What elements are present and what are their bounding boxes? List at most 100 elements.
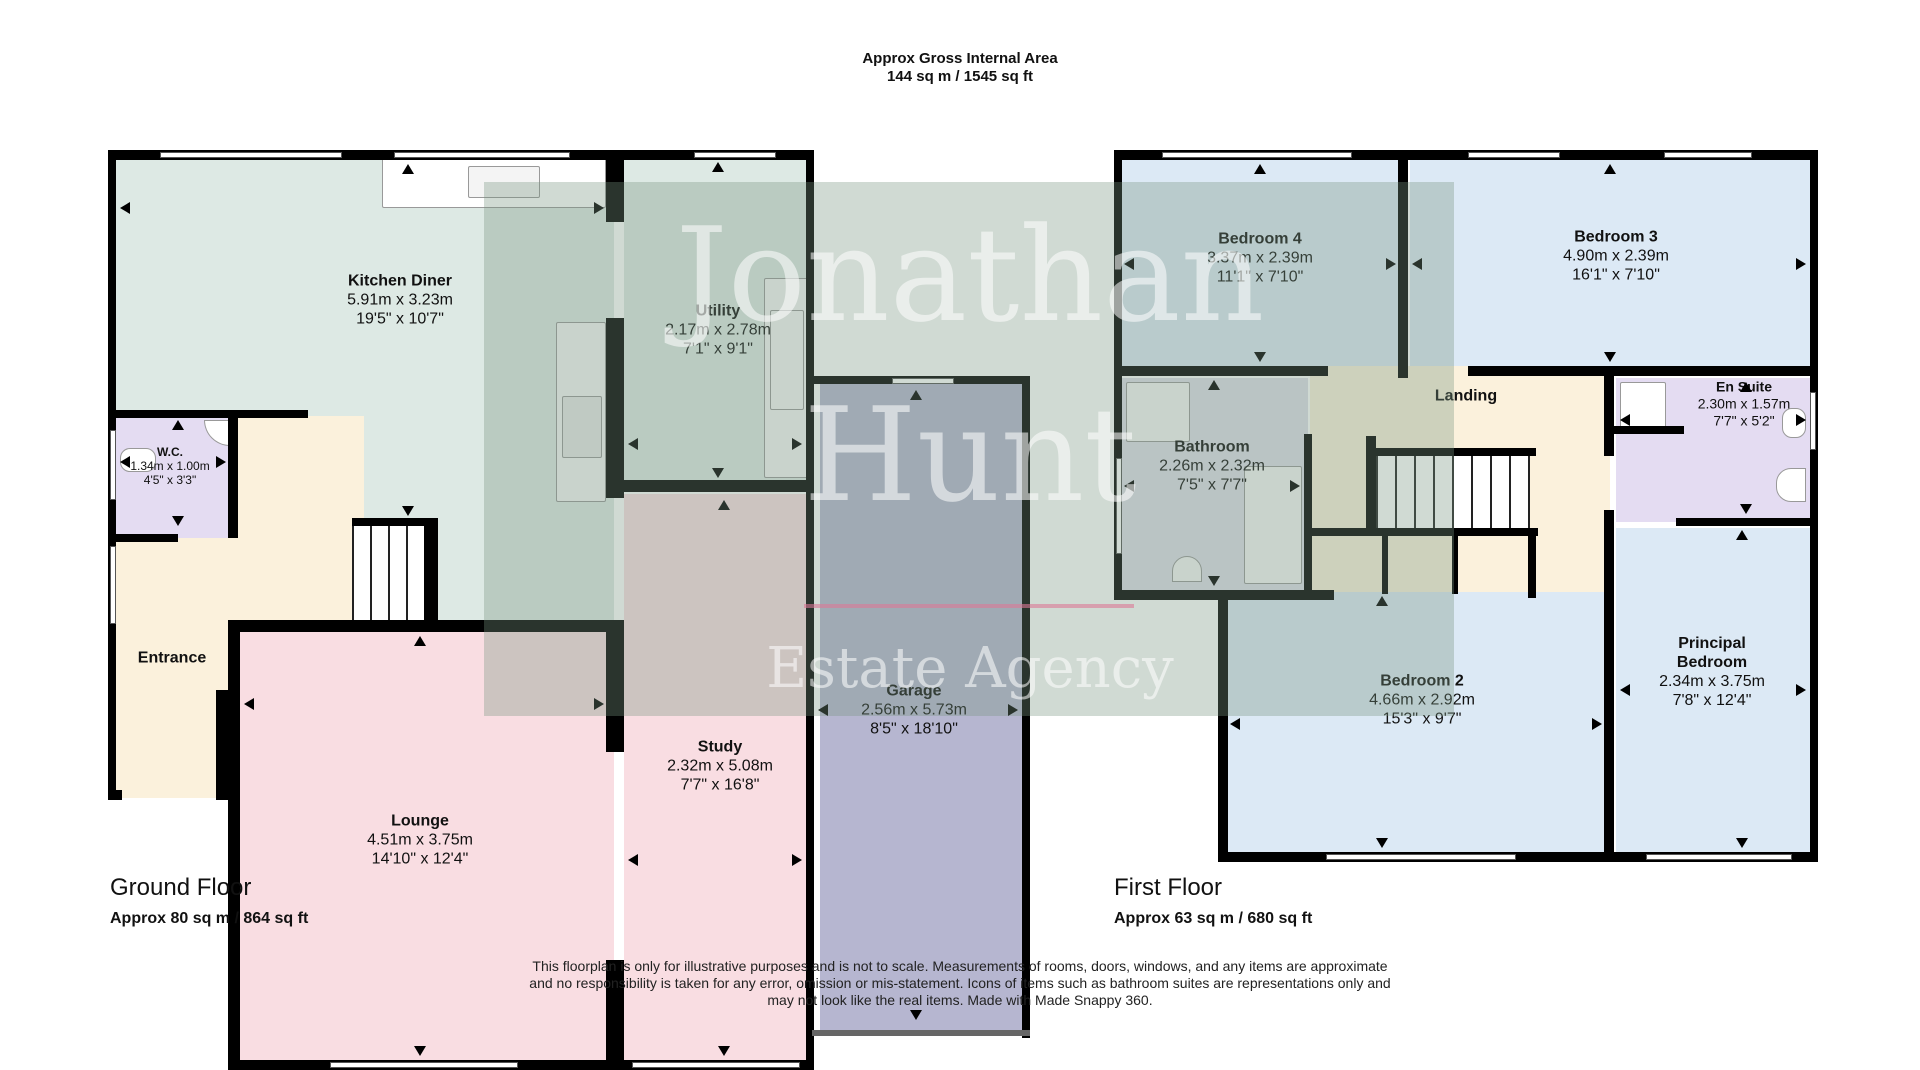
wall xyxy=(606,150,624,222)
wall xyxy=(1604,426,1684,434)
wall xyxy=(1398,150,1408,378)
measure-arrow-icon xyxy=(172,516,184,526)
shower-tray-icon xyxy=(1126,382,1190,442)
wall xyxy=(424,518,438,626)
gross-area-value: 144 sq m / 1545 sq ft xyxy=(887,68,1033,85)
wall xyxy=(606,620,624,752)
measure-arrow-icon xyxy=(1386,258,1396,270)
measure-arrow-icon xyxy=(792,854,802,866)
measure-arrow-icon xyxy=(718,500,730,510)
room-hall xyxy=(234,416,364,630)
wall xyxy=(1468,366,1818,376)
wall xyxy=(606,480,812,492)
utility-sink-icon xyxy=(770,310,804,410)
label-landing: Landing xyxy=(1434,387,1498,405)
measure-arrow-icon xyxy=(1124,258,1134,270)
wall xyxy=(1382,528,1388,594)
measure-arrow-icon xyxy=(818,704,828,716)
measure-arrow-icon xyxy=(1254,164,1266,174)
label-study: Study 2.32m x 5.08m 7'7" x 16'8" xyxy=(667,738,773,794)
gross-area-title: Approx Gross Internal Area xyxy=(862,50,1058,67)
wall xyxy=(1604,510,1614,862)
room-principal-bedroom xyxy=(1616,528,1810,854)
ensuite-basin-icon xyxy=(1776,468,1806,502)
first-floor-label: First Floor xyxy=(1114,874,1222,901)
measure-arrow-icon xyxy=(402,164,414,174)
measure-arrow-icon xyxy=(414,1046,426,1056)
measure-arrow-icon xyxy=(1736,838,1748,848)
measure-arrow-icon xyxy=(1230,718,1240,730)
label-utility: Utility 2.17m x 2.78m 7'1" x 9'1" xyxy=(665,302,771,358)
window xyxy=(1326,854,1516,860)
measure-arrow-icon xyxy=(910,1010,922,1020)
disclaimer-line-1: This floorplan is only for illustrative … xyxy=(532,958,1388,974)
window xyxy=(1810,392,1816,450)
measure-arrow-icon xyxy=(1796,684,1806,696)
label-kitchen-diner: Kitchen Diner 5.91m x 3.23m 19'5" x 10'7… xyxy=(347,272,453,328)
label-lounge: Lounge 4.51m x 3.75m 14'10" x 12'4" xyxy=(367,812,473,868)
sink-icon xyxy=(468,166,540,198)
measure-arrow-icon xyxy=(1208,380,1220,390)
wall xyxy=(1304,434,1312,598)
label-wc: W.C. 1.34m x 1.00m 4'5" x 3'3" xyxy=(130,445,210,487)
wall xyxy=(352,518,438,526)
watermark-panel xyxy=(484,182,1454,716)
window xyxy=(892,378,954,384)
measure-arrow-icon xyxy=(712,162,724,172)
measure-arrow-icon xyxy=(1376,838,1388,848)
wall xyxy=(806,150,814,1070)
first-floor-area: Approx 63 sq m / 680 sq ft xyxy=(1114,910,1313,927)
disclaimer: This floorplan is only for illustrative … xyxy=(0,958,1920,1009)
window xyxy=(110,546,116,624)
window xyxy=(1664,152,1752,158)
window xyxy=(1468,152,1560,158)
room-lounge xyxy=(240,630,614,1062)
measure-arrow-icon xyxy=(244,698,254,710)
wall xyxy=(108,410,308,418)
measure-arrow-icon xyxy=(1604,352,1616,362)
measure-arrow-icon xyxy=(1592,718,1602,730)
measure-arrow-icon xyxy=(1376,596,1388,606)
window xyxy=(110,430,116,500)
measure-arrow-icon xyxy=(1620,414,1630,426)
ensuite-toilet-icon xyxy=(1782,408,1806,438)
window xyxy=(1646,854,1792,860)
measure-arrow-icon xyxy=(792,438,802,450)
measure-arrow-icon xyxy=(594,202,604,214)
measure-arrow-icon xyxy=(1740,382,1752,392)
wall xyxy=(1604,366,1614,456)
window xyxy=(632,1062,800,1068)
measure-arrow-icon xyxy=(1796,414,1806,426)
room-entrance xyxy=(114,538,234,798)
window xyxy=(330,1062,518,1068)
measure-arrow-icon xyxy=(1620,684,1630,696)
disclaimer-line-2: and no responsibility is taken for any e… xyxy=(529,975,1391,991)
wall xyxy=(228,620,240,1070)
window xyxy=(1162,152,1352,158)
measure-arrow-icon xyxy=(712,468,724,478)
wall xyxy=(228,620,620,632)
wall xyxy=(1366,448,1536,456)
measure-arrow-icon xyxy=(1254,352,1266,362)
measure-arrow-icon xyxy=(1290,480,1300,492)
wall xyxy=(108,534,178,542)
watermark-line-1: Jonathan xyxy=(675,199,1265,351)
hob-icon xyxy=(562,396,602,458)
measure-arrow-icon xyxy=(1796,258,1806,270)
measure-arrow-icon xyxy=(910,390,922,400)
label-bedroom-2: Bedroom 2 4.66m x 2.92m 15'3" x 9'7" xyxy=(1369,672,1475,728)
room-study xyxy=(624,494,812,1062)
wall xyxy=(1528,528,1536,598)
window xyxy=(1116,458,1122,554)
measure-arrow-icon xyxy=(1736,530,1748,540)
ground-floor-label: Ground Floor xyxy=(110,874,252,901)
measure-arrow-icon xyxy=(628,854,638,866)
wall xyxy=(606,318,624,498)
wall xyxy=(216,690,230,800)
measure-arrow-icon xyxy=(414,636,426,646)
watermark-line-2: Hunt xyxy=(803,379,1137,531)
label-bedroom-3: Bedroom 3 4.90m x 2.39m 16'1" x 7'10" xyxy=(1563,228,1669,284)
window xyxy=(694,152,776,158)
measure-arrow-icon xyxy=(1740,504,1752,514)
measure-arrow-icon xyxy=(1208,576,1220,586)
